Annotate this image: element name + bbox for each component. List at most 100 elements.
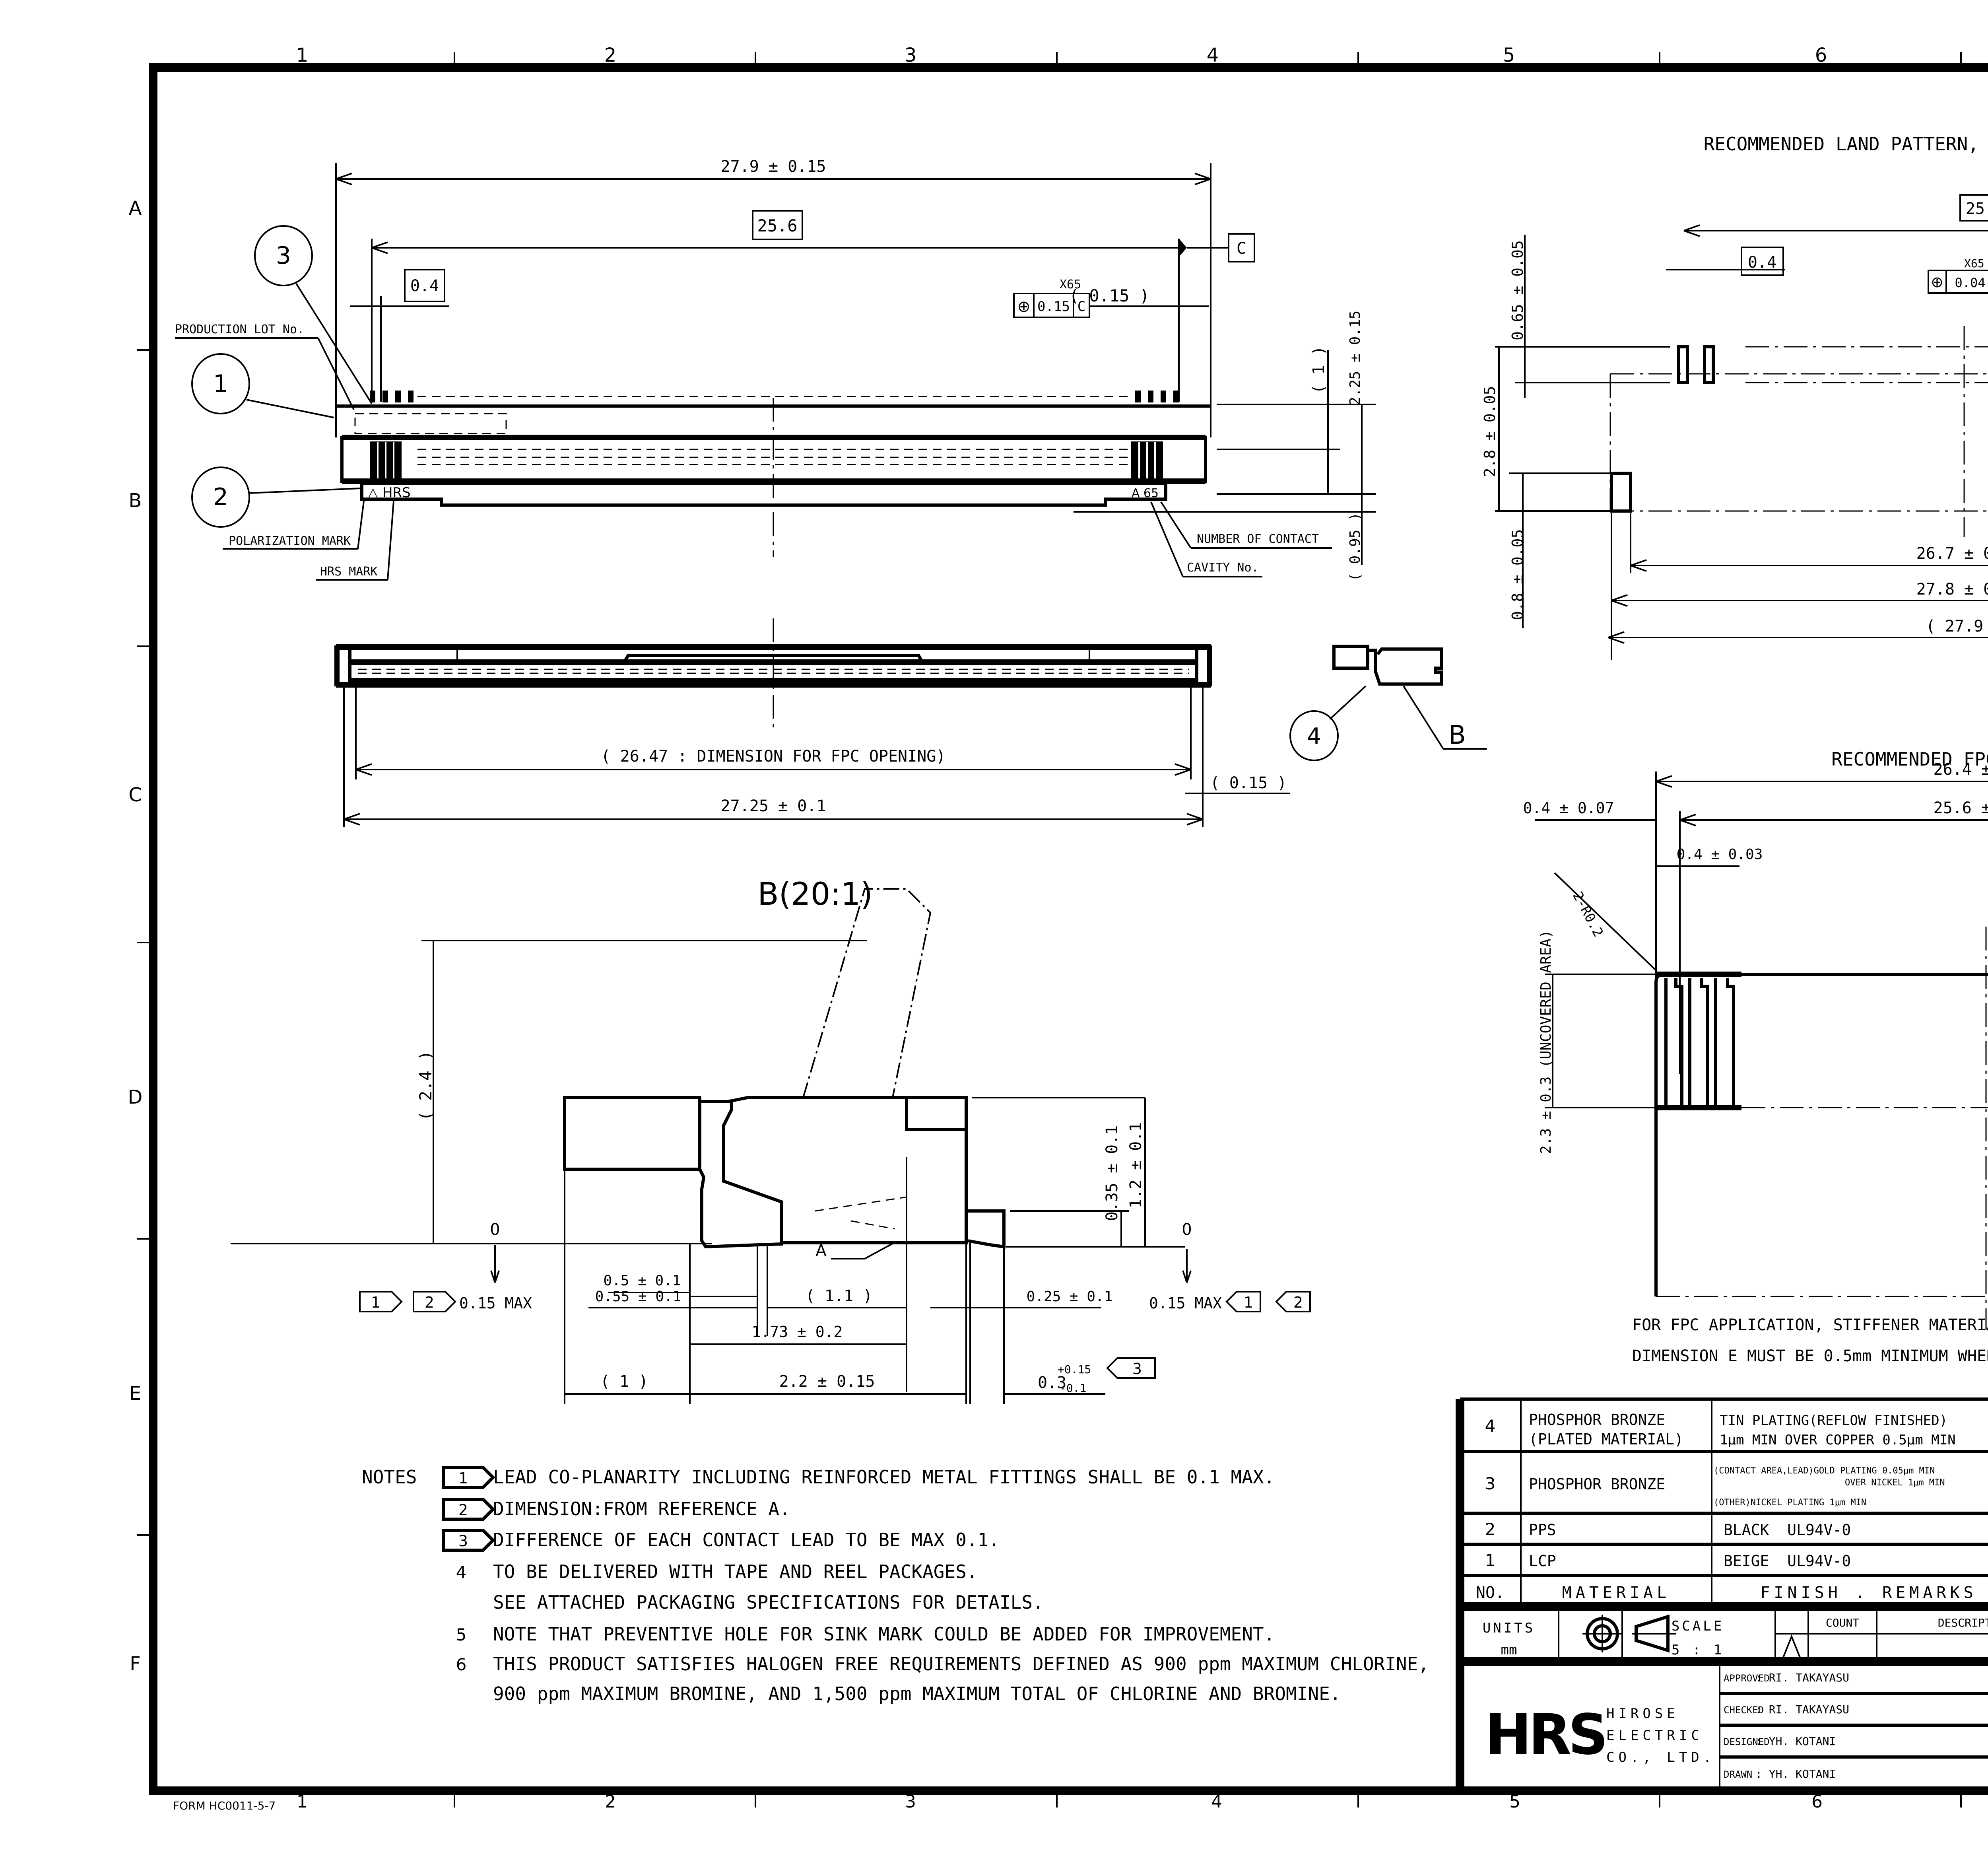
- position-tolerance-icon: ⊕: [1017, 297, 1031, 316]
- land-dim-278: 27.8 ± 0.1: [1916, 580, 1988, 599]
- tolerance-value: 0.15: [1037, 299, 1070, 315]
- ref-a: A: [815, 1242, 827, 1260]
- land-dim-28: 2.8 ± 0.05: [1481, 386, 1499, 477]
- fpc-dim-uncovered: 2.3 ± 0.3 (UNCOVERED AREA): [1538, 930, 1554, 1154]
- svg-text:E: E: [129, 1382, 141, 1405]
- part-4-no: 4: [1485, 1416, 1496, 1436]
- svg-text:4: 4: [1211, 1792, 1222, 1812]
- note-2-flag: 2: [458, 1501, 468, 1519]
- part-3-finish-2: OVER NICKEL 1μm MIN: [1845, 1478, 1945, 1488]
- land-tolerance-value: 0.04: [1955, 275, 1985, 290]
- dim-end-ref: ( 0.15 ): [1069, 286, 1149, 305]
- part-4-finish-2: 1μm MIN OVER COPPER 0.5μm MIN: [1720, 1432, 1956, 1448]
- dim-fpc-opening: ( 26.47 : DIMENSION FOR FPC OPENING): [601, 747, 946, 766]
- fpc-dim-04-pitch: 0.4 ± 0.03: [1677, 846, 1763, 863]
- fpc-dim-04-left: 0.4 ± 0.07: [1523, 799, 1614, 817]
- part-1-finish: BEIGE UL94V-0: [1724, 1552, 1851, 1570]
- dim-12: 1.2 ± 0.1: [1127, 1122, 1145, 1209]
- land-dim-pitch: 0.4: [1748, 253, 1776, 272]
- svg-text:C: C: [128, 784, 142, 806]
- note-4-text: TO BE DELIVERED WITH TAPE AND REEL PACKA…: [493, 1561, 978, 1582]
- rev-header-count: COUNT: [1826, 1616, 1859, 1629]
- scale-label: SCALE: [1672, 1618, 1724, 1634]
- title-block: UNITS mm SCALE 5 : 1 COUNT DESCRIPTION O…: [1460, 1607, 1988, 1791]
- zone-labels-bottom: 1 2 3 4 5 6 7 8: [297, 1792, 1823, 1812]
- part-1-no: 1: [1485, 1551, 1496, 1570]
- zone-col-1: 1: [296, 44, 309, 66]
- zero-right: 0: [1182, 1221, 1192, 1239]
- dim-025: 0.25 ± 0.1: [1027, 1289, 1113, 1305]
- dim-03-tol-plus: +0.15: [1058, 1363, 1091, 1376]
- dim-173: 1.73 ± 0.2: [752, 1323, 843, 1341]
- coplanarity-left: 0.15 MAX: [459, 1294, 532, 1312]
- dim-035: 0.35 ± 0.1: [1103, 1125, 1121, 1221]
- svg-text:A: A: [129, 197, 142, 220]
- dim-pitch-total: 25.6: [757, 216, 797, 235]
- label-number-of-contact: NUMBER OF CONTACT: [1197, 532, 1319, 546]
- dim-bottom-ref: ( 0.95 ): [1347, 512, 1363, 581]
- company-name-line-1: HIROSE: [1606, 1706, 1679, 1722]
- revision-triangle-icon: [1782, 1634, 1802, 1659]
- header-material-left: MATERIAL: [1562, 1584, 1671, 1602]
- drawn-role: DRAWN: [1724, 1769, 1752, 1780]
- rev-header-description: DESCRIPTION OF REVISIONS: [1938, 1616, 1988, 1629]
- svg-text:F: F: [130, 1653, 141, 1675]
- units-label: UNITS: [1483, 1620, 1535, 1636]
- dim-front-overall: 27.25 ± 0.1: [721, 797, 826, 815]
- detail-b-view: B(20:1) 0 0 ( 2.4 ) 0.35 ± 0.1 1.2 ± 0.1: [231, 877, 1311, 1404]
- part-2-material: PPS: [1529, 1521, 1556, 1539]
- note-flag-1-left: 1: [371, 1294, 381, 1311]
- svg-text:3: 3: [905, 1792, 916, 1812]
- part-4-finish: TIN PLATING(REFLOW FINISHED): [1720, 1413, 1947, 1429]
- note-flag-1-right: 1: [1244, 1294, 1253, 1311]
- tolerance-datum: C: [1077, 299, 1085, 315]
- detail-b-title: B(20:1): [757, 877, 873, 912]
- part-2-finish: BLACK UL94V-0: [1724, 1521, 1851, 1539]
- dim-055: 0.55 ± 0.1: [595, 1289, 681, 1305]
- note-3-text: DIFFERENCE OF EACH CONTACT LEAD TO BE MA…: [493, 1529, 1000, 1551]
- svg-text:D: D: [128, 1086, 143, 1108]
- note-6-number: 6: [456, 1655, 467, 1674]
- coplanarity-right: 0.15 MAX: [1149, 1294, 1222, 1312]
- land-dim-267: 26.7 ± 0.1: [1916, 544, 1988, 563]
- tolerance-count: X65: [1060, 278, 1081, 292]
- land-dim-279: ( 27.9 ): [1926, 617, 1988, 636]
- notes-heading: NOTES: [362, 1466, 417, 1488]
- land-pattern-title: RECOMMENDED LAND PATTERN, METAL MASK (FR…: [1704, 133, 1988, 155]
- dim-height-ref: ( 1 ): [1310, 346, 1328, 394]
- fpc-dim-264: 26.4 ± 0.05: [1934, 760, 1988, 779]
- company-logo: HRS: [1485, 1703, 1605, 1767]
- note-5-number: 5: [456, 1625, 467, 1644]
- datum-c: C: [1237, 239, 1246, 258]
- front-view: ( 26.47 : DIMENSION FOR FPC OPENING) 27.…: [334, 618, 1487, 827]
- note-6-text: THIS PRODUCT SATISFIES HALOGEN FREE REQU…: [493, 1653, 1429, 1675]
- part-3-finish: (CONTACT AREA,LEAD)GOLD PLATING 0.05μm M…: [1714, 1466, 1935, 1476]
- approved-name: : RI. TAKAYASU: [1755, 1671, 1849, 1684]
- land-dim-08: 0.8 ± 0.05: [1509, 529, 1526, 620]
- parts-list: 4 PHOSPHOR BRONZE (PLATED MATERIAL) TIN …: [1456, 1397, 1988, 1791]
- note-4-text-2: SEE ATTACHED PACKAGING SPECIFICATIONS FO…: [493, 1592, 1044, 1613]
- note-flag-2-right: 2: [1293, 1294, 1303, 1311]
- note-1-flag: 1: [458, 1469, 468, 1487]
- scale-value: 5 : 1: [1672, 1642, 1724, 1658]
- form-number: FORM HC0011-5-7: [173, 1799, 276, 1812]
- note-4-number: 4: [456, 1563, 467, 1582]
- dim-detail-height-ref: ( 2.4 ): [416, 1050, 435, 1121]
- drawn-name: : YH. KOTANI: [1755, 1767, 1836, 1780]
- header-no-left: NO.: [1476, 1584, 1505, 1602]
- label-polarization-mark: POLARIZATION MARK: [229, 534, 351, 548]
- land-dim-pitch-total: 25.6: [1966, 200, 1988, 218]
- part-4-material-2: (PLATED MATERIAL): [1529, 1430, 1683, 1448]
- balloon-1: 1: [213, 370, 228, 398]
- fpc-title: RECOMMENDED FPC, FFC (FREE): [1831, 748, 1988, 770]
- land-pattern-view: RECOMMENDED LAND PATTERN, METAL MASK (FR…: [1481, 133, 1988, 660]
- dim-03: 0.3: [1038, 1374, 1066, 1392]
- zero-left: 0: [490, 1221, 500, 1239]
- top-view: 27.9 ± 0.15 25.6 C 0.4 ⊕ 0.15 C X65 ( 0.…: [175, 157, 1376, 581]
- label-cavity-no: CAVITY No.: [1187, 561, 1259, 575]
- company-name-line-2: ELECTRIC: [1606, 1728, 1703, 1743]
- checked-role: CHECKED: [1724, 1705, 1764, 1716]
- land-dim-065: 0.65 ± 0.05: [1509, 240, 1526, 340]
- note-2-text: DIMENSION:FROM REFERENCE A.: [493, 1498, 790, 1520]
